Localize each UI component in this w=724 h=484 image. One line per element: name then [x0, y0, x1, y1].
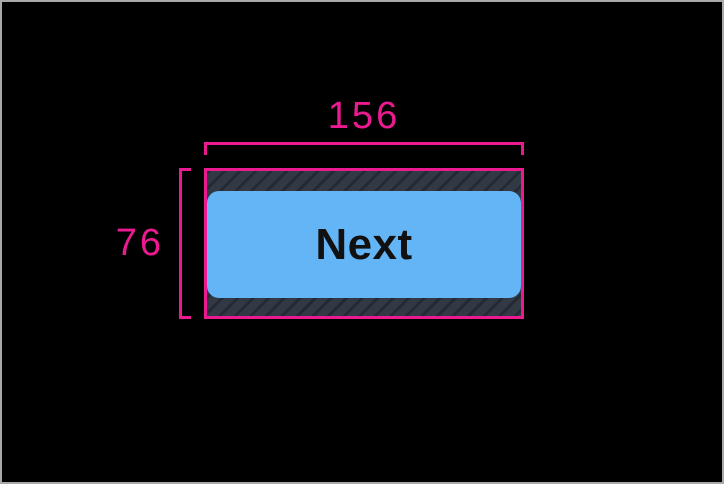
- height-dimension-label: 76: [115, 222, 164, 264]
- width-dimension-label: 156: [327, 95, 401, 137]
- next-button[interactable]: Next: [207, 191, 521, 298]
- width-measurement-bracket: [204, 142, 524, 155]
- touch-target-padding-area: Next: [204, 168, 524, 319]
- next-button-label: Next: [315, 219, 413, 269]
- height-measurement-bracket: [179, 168, 191, 319]
